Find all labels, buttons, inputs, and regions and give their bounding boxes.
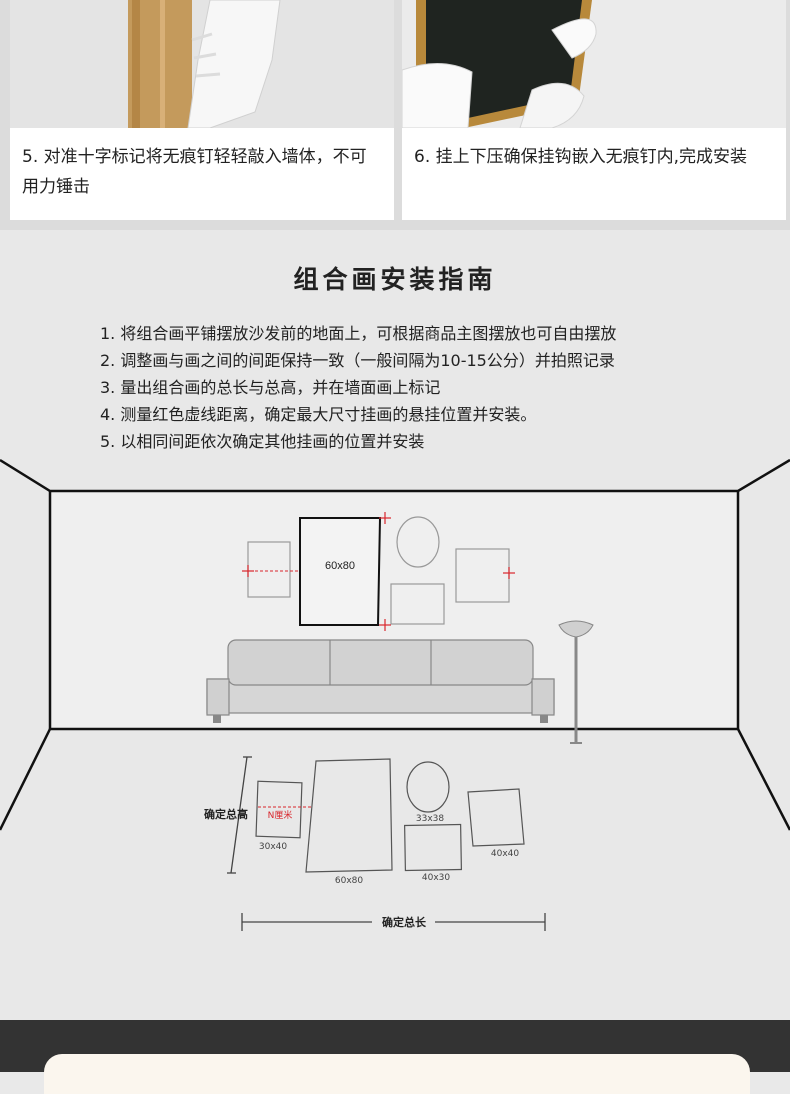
floor-frame-33x38 (406, 761, 450, 813)
next-section-card (44, 1054, 750, 1094)
guide-title: 组合画安装指南 (293, 265, 497, 294)
step-5-text: 5. 对准十字标记将无痕钉轻轻敲入墙体，不可用力锤击 (22, 147, 367, 197)
floor-frame-40x30 (404, 823, 463, 872)
guide-step-3: 3. 量出组合画的总长与总高，并在墙面画上标记 (100, 378, 441, 397)
floor-33x38-label: 33x38 (416, 814, 445, 824)
floor-60x80-label: 60x80 (335, 876, 364, 886)
floor-40x40-label: 40x40 (491, 849, 520, 859)
guide-step-2: 2. 调整画与画之间的间距保持一致（一般间隔为10-15公分）并拍照记录 (100, 351, 615, 370)
total-height-label: 确定总高 (204, 807, 248, 821)
wall-frame-60x80 (299, 517, 382, 626)
floor-40x30-label: 40x30 (422, 873, 451, 883)
guide-step-1: 1. 将组合画平铺摆放沙发前的地面上，可根据商品主图摆放也可自由摆放 (100, 324, 617, 343)
hanging-photo-illustration (402, 0, 786, 128)
guide-steps-list: 1. 将组合画平铺摆放沙发前的地面上，可根据商品主图摆放也可自由摆放 2. 调整… (100, 320, 750, 455)
floor-30x40-label: 30x40 (259, 842, 288, 852)
step-6-photo (402, 0, 786, 128)
next-section-band (0, 1020, 790, 1094)
wall-frame-40x30 (390, 583, 445, 625)
red-cross-markers (242, 512, 515, 631)
floor-lamp-illustration (558, 620, 594, 744)
installation-guide: 组合画安装指南 1. 将组合画平铺摆放沙发前的地面上，可根据商品主图摆放也可自由… (0, 230, 790, 1020)
floor-frame-30x40 (255, 780, 303, 839)
room-layout-diagram: 60x80 (0, 455, 790, 1020)
sofa-illustration (206, 639, 555, 723)
step-card-6: 6. 挂上下压确保挂钩嵌入无痕钉内,完成安装 (402, 0, 786, 220)
hammering-photo-illustration (10, 0, 394, 128)
floor-frame-60x80 (305, 758, 393, 873)
step-6-text: 6. 挂上下压确保挂钩嵌入无痕钉内,完成安装 (414, 147, 748, 167)
step-card-5: 5. 对准十字标记将无痕钉轻轻敲入墙体，不可用力锤击 (10, 0, 394, 220)
guide-step-4: 4. 测量红色虚线距离，确定最大尺寸挂画的悬挂位置并安装。 (100, 405, 537, 424)
wall-frame-33x38 (396, 516, 440, 568)
offset-label: N厘米 (268, 809, 293, 821)
step-5-photo (10, 0, 394, 128)
floor-frame-40x40 (467, 788, 525, 847)
installation-steps: 5. 对准十字标记将无痕钉轻轻敲入墙体，不可用力锤击 6. 挂上下压确保挂钩嵌入… (0, 0, 790, 230)
wall-frame-60x80-label: 60x80 (325, 560, 355, 572)
total-length-label: 确定总长 (382, 915, 427, 929)
guide-step-5: 5. 以相同间距依次确定其他挂画的位置并安装 (100, 432, 425, 451)
